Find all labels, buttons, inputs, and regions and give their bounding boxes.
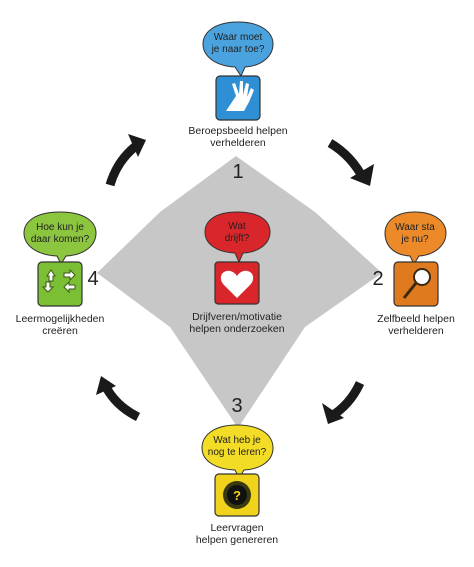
mirror-icon	[402, 268, 431, 299]
center-bubble-line-2: drijft?	[225, 233, 250, 244]
bubble-3-line-2: nog te leren?	[208, 447, 267, 458]
center-bubble-line-1: Wat	[228, 221, 246, 232]
bubble-1-line-2: je naar toe?	[211, 44, 265, 55]
step-2-group: Waar sta je nu? Zelfbeeld helpen verheld…	[377, 211, 455, 337]
center-group: Wat drijft? Drijfveren/motivatie helpen …	[189, 211, 285, 335]
question-icon: ?	[223, 481, 251, 509]
arrow-bottom-right	[322, 381, 365, 424]
bubble-4-line-2: daar komen?	[31, 234, 90, 245]
step-number-2: 2	[372, 268, 383, 290]
step-1-label-line-2: verhelderen	[210, 137, 266, 149]
step-number-1: 1	[232, 161, 243, 183]
step-2-label-line-1: Zelfbeeld helpen	[377, 313, 455, 325]
step-4-group: Hoe kun je daar komen? Leermogelijkheden…	[16, 211, 105, 337]
step-number-4: 4	[87, 268, 98, 290]
center-label-line-2: helpen onderzoeken	[189, 323, 284, 335]
arrow-top-left	[105, 134, 146, 187]
step-2-label-line-2: verhelderen	[388, 325, 444, 337]
bubble-4-line-1: Hoe kun je	[36, 222, 84, 233]
step-3-label-line-1: Leervragen	[210, 522, 263, 534]
step-4-label-line-1: Leermogelijkheden	[16, 313, 105, 325]
tile-4	[37, 261, 83, 307]
step-number-3: 3	[231, 395, 242, 417]
bubble-2-line-2: je nu?	[400, 234, 429, 245]
step-1-group: Waar moet je naar toe? Beroepsbeeld help…	[188, 21, 288, 149]
arrow-bottom-left	[96, 376, 141, 422]
step-3-label-line-2: helpen genereren	[196, 534, 278, 546]
hand-icon	[226, 81, 254, 111]
bubble-2-line-1: Waar sta	[395, 222, 435, 233]
step-4-label-line-2: creëren	[42, 325, 78, 337]
heart-icon	[220, 270, 254, 298]
svg-text:?: ?	[233, 488, 241, 503]
bubble-1-line-1: Waar moet	[214, 32, 263, 43]
arrow-top-right	[327, 139, 374, 186]
arrows-icon	[41, 268, 76, 294]
step-1-label-line-1: Beroepsbeeld helpen	[188, 125, 287, 137]
center-label-line-1: Drijfveren/motivatie	[192, 311, 282, 323]
bubble-3-line-1: Wat heb je	[213, 435, 261, 446]
step-3-group: Wat heb je nog te leren? ? Leervragen he…	[196, 424, 278, 546]
